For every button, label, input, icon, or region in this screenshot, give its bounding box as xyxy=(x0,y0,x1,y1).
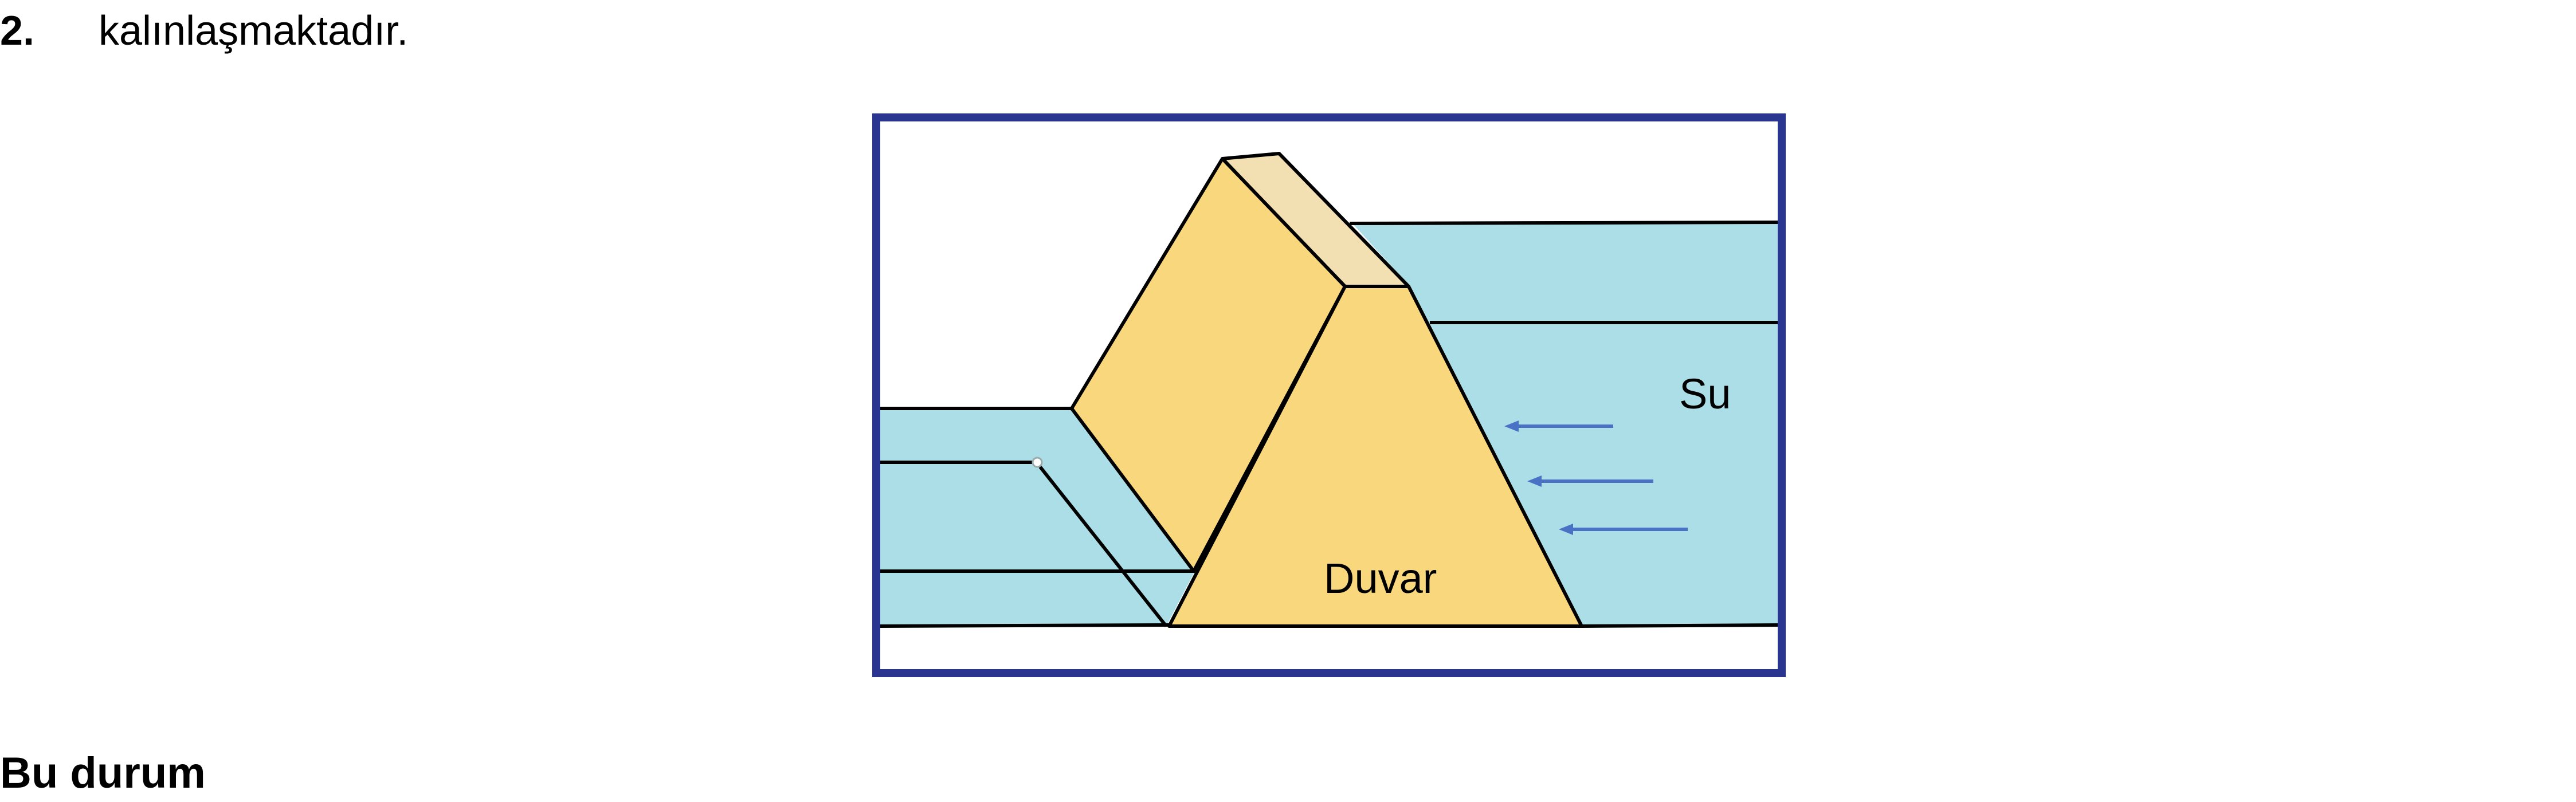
dam-side-face xyxy=(1070,157,1347,573)
wall-label: Duvar xyxy=(1324,555,1437,602)
right-water-bottom-line xyxy=(1581,623,1783,628)
footer-text: Bu durum xyxy=(0,749,206,797)
left-water-bottom-line xyxy=(879,623,1170,628)
dam-front-face xyxy=(1167,285,1583,628)
question-text: kalınlaşmaktadır. xyxy=(99,8,409,54)
pressure-arrows xyxy=(1504,420,1688,535)
left-water-edge-lower xyxy=(1038,466,1168,627)
pressure-arrow-1-head xyxy=(1504,420,1519,432)
water-label: Su xyxy=(1679,370,1731,418)
right-water-top-line xyxy=(1349,221,1783,225)
left-water-edge-point xyxy=(1032,457,1043,468)
diagram-frame xyxy=(872,113,1786,677)
question-number: 2. xyxy=(0,8,35,54)
pressure-arrow-2-head xyxy=(1527,475,1542,487)
pressure-arrow-3-head xyxy=(1559,524,1573,535)
